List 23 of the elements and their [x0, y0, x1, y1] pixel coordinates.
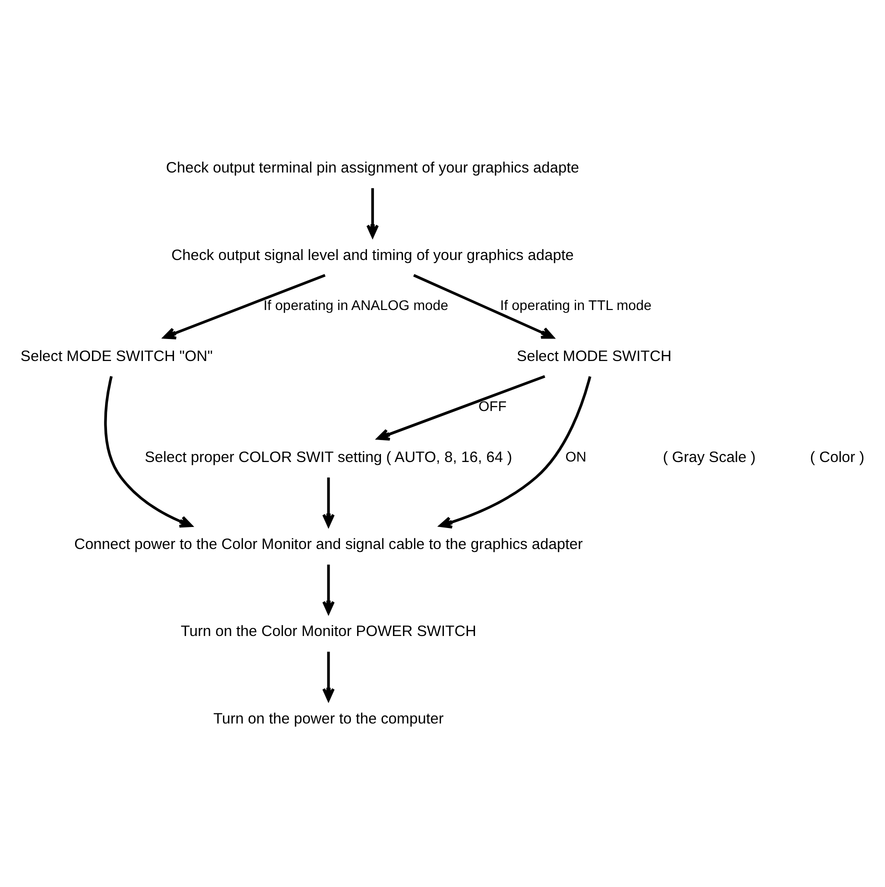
edge-label: If operating in TTL mode [500, 296, 652, 312]
arrow [322, 477, 335, 526]
arrow [322, 564, 335, 614]
node-text: Select proper COLOR SWIT setting ( AUTO, 8, 16, 64 ) [144, 448, 512, 466]
edge-label: ON [565, 448, 586, 464]
node-text: Select MODE SWITCH [516, 347, 672, 364]
arrow [104, 375, 193, 528]
node-text: Check output signal level and timing of your graphics adapte [171, 246, 574, 264]
edge-label: OFF [478, 398, 506, 414]
arrow [366, 188, 379, 238]
edge-label: If operating in ANALOG mode [264, 296, 448, 312]
node-text: Turn on the Color Monitor POWER SWITCH [180, 622, 476, 640]
node-text: Turn on the power to the computer [213, 710, 444, 727]
label: ( Color ) [810, 448, 864, 466]
node-text: Connect power to the Color Monitor and signal cable to the graphics adapter [74, 536, 583, 553]
node-text: Check output terminal pin assignment of your graphics adapte [166, 159, 580, 176]
label: ( Gray Scale ) [662, 448, 756, 466]
arrow [376, 374, 546, 440]
arrow [163, 273, 326, 339]
arrow [413, 274, 554, 338]
arrow [439, 376, 592, 528]
node-text: Select MODE SWITCH "ON" [20, 347, 213, 364]
arrow [322, 651, 335, 701]
